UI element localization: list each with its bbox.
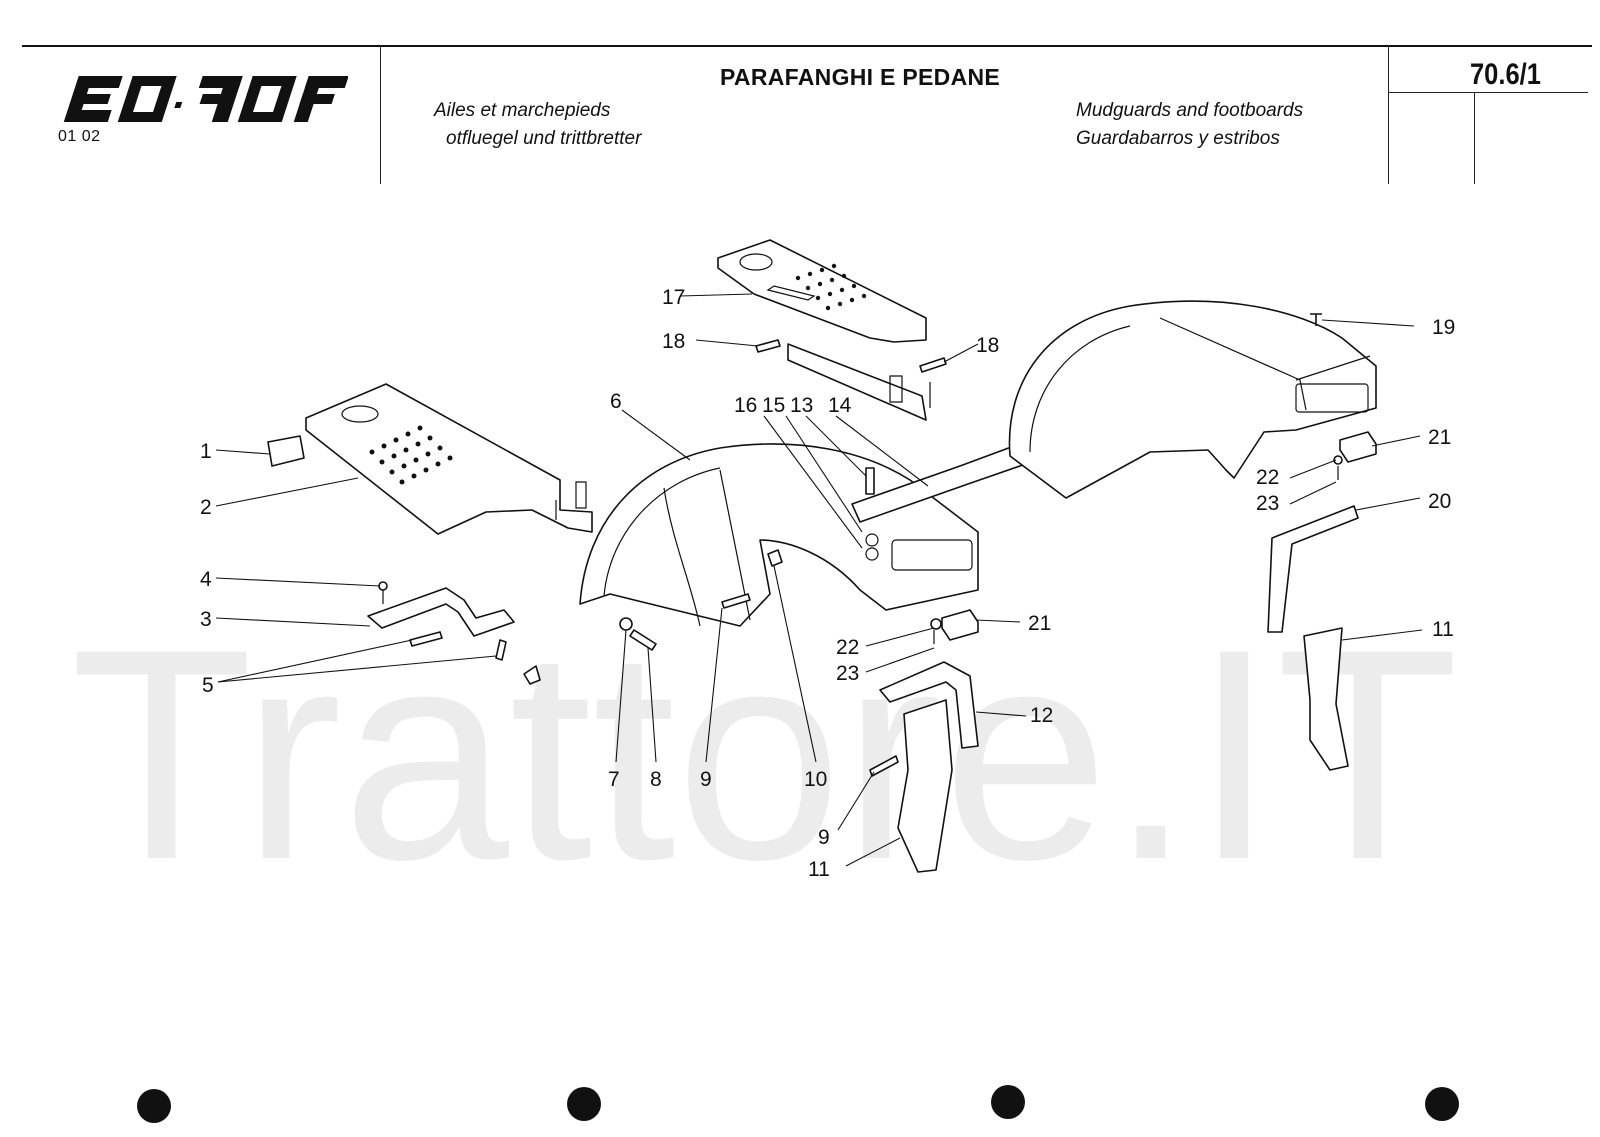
- header-page-rule: [1388, 92, 1588, 93]
- bracket-20-part: [1267, 505, 1359, 633]
- callout-13: 13: [790, 394, 813, 417]
- callout-4: 4: [200, 568, 212, 591]
- block-21-right-part: [1339, 431, 1377, 463]
- callout-16: 16: [734, 394, 757, 417]
- page-title: PARAFANGHI E PEDANE: [720, 64, 1001, 90]
- callout-17: 17: [662, 286, 685, 309]
- callout-3: 3: [200, 608, 212, 631]
- subtitle-es: Guardabarros y estribos: [1076, 128, 1280, 149]
- callout-20: 20: [1428, 490, 1451, 513]
- step-left-part: [897, 699, 953, 873]
- block-21-left-part: [941, 609, 979, 641]
- page-number: 70.6/1: [1470, 58, 1541, 91]
- callout-23-left: 23: [836, 662, 859, 685]
- right-mudguard-part: [1008, 300, 1377, 499]
- callout-12: 12: [1030, 704, 1053, 727]
- bracket-12-part: [879, 661, 979, 749]
- punch-hole-1: [137, 1089, 171, 1123]
- callout-22-right: 22: [1256, 466, 1279, 489]
- callout-11-left: 11: [808, 858, 830, 881]
- binder-holes: [137, 1085, 1459, 1123]
- brand-logo-icon: [63, 76, 348, 122]
- callout-18-left: 18: [662, 330, 685, 353]
- callout-9-top: 9: [700, 768, 712, 791]
- fasteners: [378, 313, 1343, 777]
- callout-8: 8: [650, 768, 662, 791]
- callout-1: 1: [200, 440, 212, 463]
- callout-15: 15: [762, 394, 785, 417]
- punch-hole-2: [567, 1087, 601, 1121]
- callout-19: 19: [1432, 316, 1455, 339]
- left-mudguard-part: [579, 443, 979, 627]
- callout-21-right: 21: [1428, 426, 1451, 449]
- reflector-part: [267, 435, 305, 467]
- header-divider-page: [1474, 92, 1475, 184]
- callout-22-left: 22: [836, 636, 859, 659]
- callout-11-right: 11: [1432, 618, 1454, 641]
- callout-23-right: 23: [1256, 492, 1279, 515]
- callout-18-right: 18: [976, 334, 999, 357]
- header-divider-right: [1388, 46, 1389, 184]
- punch-hole-4: [1425, 1087, 1459, 1121]
- step-right-part: [1303, 627, 1349, 771]
- punch-hole-3: [991, 1085, 1025, 1119]
- model-code: 01 02: [58, 128, 101, 145]
- callout-7: 7: [608, 768, 620, 791]
- left-footboard-part: [305, 383, 593, 535]
- header-rule: [22, 45, 1592, 47]
- subtitle-fr: Ailes et marchepieds: [434, 100, 611, 121]
- callout-labels: 1 2 4 3 5 6 7 8 9 10 17 18 18 16 15 13 1…: [200, 286, 1455, 881]
- callout-10: 10: [804, 768, 827, 791]
- watermark-text: Trattore.IT: [70, 586, 1459, 922]
- subtitle-en: Mudguards and footboards: [1076, 100, 1304, 121]
- callout-5: 5: [202, 674, 214, 697]
- bracket-part: [367, 587, 515, 637]
- subtitle-de: otfluegel und trittbretter: [446, 128, 642, 149]
- leader-lines: [215, 293, 1423, 867]
- header-divider-left: [380, 46, 381, 184]
- right-footboard-part: [717, 239, 931, 421]
- callout-2: 2: [200, 496, 212, 519]
- callout-21-left: 21: [1028, 612, 1051, 635]
- callout-9-bottom: 9: [818, 826, 830, 849]
- callout-14: 14: [828, 394, 852, 417]
- callout-6: 6: [610, 390, 622, 413]
